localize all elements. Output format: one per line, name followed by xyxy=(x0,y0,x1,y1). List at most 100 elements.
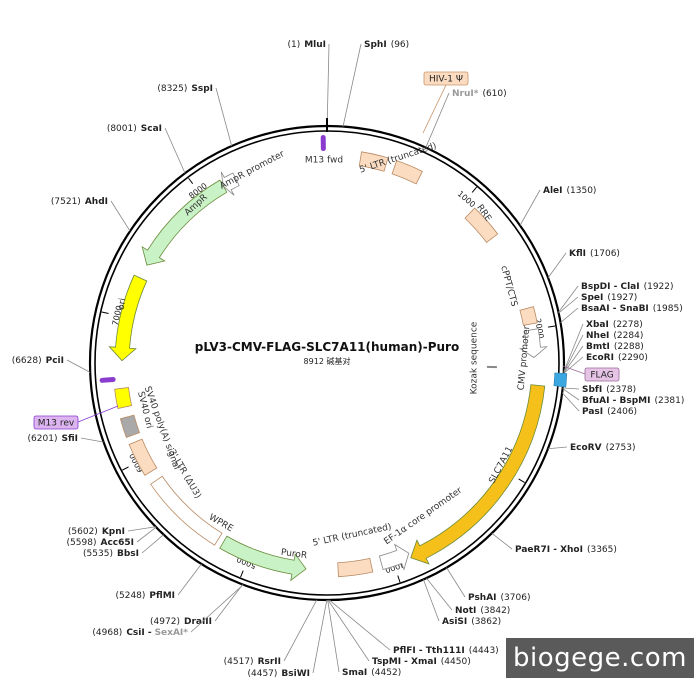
tag-text-hiv-1: HIV-1 Ψ xyxy=(429,75,463,85)
site-label-bsaai-snabi: BsaAI - SnaBI(1985) xyxy=(581,304,683,314)
site-label-rsrii: (4517)RsrII xyxy=(224,657,281,667)
site-position: (5248) xyxy=(115,591,145,601)
site-label-spei: SpeI(1927) xyxy=(581,293,637,303)
site-position: (1927) xyxy=(607,293,637,303)
site-position: (1) xyxy=(287,40,300,50)
feature-label-cmv-promoter: CMV promoter xyxy=(517,325,533,391)
feature-m13-fwd-0 xyxy=(320,135,326,152)
site-name: EcoRI xyxy=(586,353,614,363)
feature-label-m13-fwd: M13 fwd xyxy=(305,156,343,166)
site-leader-tspmi-xmai xyxy=(327,599,370,662)
tag-leader-flag xyxy=(562,365,586,375)
site-position: (5598) xyxy=(67,538,97,548)
site-label-ecori: EcoRI(2290) xyxy=(586,353,648,363)
site-leader-xbai xyxy=(563,323,584,372)
site-leader-rsrii xyxy=(283,599,318,662)
site-leader-pflmi xyxy=(177,563,202,596)
site-name: SphI xyxy=(364,40,387,50)
site-label-pflfi-tth111i: PflFI - Tth111I (4443) xyxy=(393,646,499,656)
site-position: (8001) xyxy=(107,124,137,134)
site-name: PshAI xyxy=(468,593,497,603)
site-name: PasI xyxy=(582,407,603,417)
site-position: (1985) xyxy=(653,304,683,314)
site-name: BspDI - ClaI xyxy=(581,282,640,292)
site-label-sphi: SphI(96) xyxy=(364,40,409,50)
site-leader-kpni xyxy=(127,526,156,532)
site-position: (1350) xyxy=(567,186,597,196)
site-leader-pasi xyxy=(561,392,580,412)
plasmid-size: 8912 碱基对 xyxy=(304,356,351,366)
site-leader-sfii xyxy=(80,437,104,443)
site-name: KflI xyxy=(569,249,586,259)
site-position: (1706) xyxy=(590,249,620,259)
site-name: AhdI xyxy=(85,197,108,207)
site-leader-bspdi-clai xyxy=(558,285,579,313)
site-label-sspi: (8325)SspI xyxy=(157,84,213,94)
site-label-tspmi-xmai: TspMI - XmaI(4450) xyxy=(372,657,471,667)
site-label-bfuai-bspmi: BfuAI - BspMI(2381) xyxy=(582,396,684,406)
site-label-noti: NotI(3842) xyxy=(455,606,510,616)
site-leader-smai xyxy=(327,599,340,673)
brand-watermark: biogege.com xyxy=(506,638,694,678)
feature-label-ampr-promoter: AmpR promoter xyxy=(218,149,286,192)
site-leader-paer7i-xhoi xyxy=(491,532,513,550)
feature-ef-1-core-promoter-9 xyxy=(378,543,410,571)
site-position: (4452) xyxy=(371,668,401,678)
site-leader-nrui xyxy=(425,92,450,148)
site-leader-bsaai-snabi xyxy=(560,307,579,323)
feature-sv40-ori-15 xyxy=(114,387,133,409)
site-position: (8325) xyxy=(157,84,187,94)
site-position: (7521) xyxy=(51,197,81,207)
site-position: (2381) xyxy=(654,396,684,406)
site-position: (4450) xyxy=(441,657,471,667)
feature-wpre-12 xyxy=(150,475,223,546)
site-position: (1922) xyxy=(644,282,674,292)
site-label-paer7i-xhoi: PaeR7I - XhoI(3365) xyxy=(515,545,617,555)
tick-mark-1000 xyxy=(471,186,478,193)
site-position: (610) xyxy=(482,89,506,99)
site-label-nhei: NheI(2284) xyxy=(586,331,643,341)
feature-slc7a11-8 xyxy=(410,384,546,565)
site-position: (4443) xyxy=(469,646,499,656)
site-position: (3862) xyxy=(471,617,501,627)
site-label-ecorv: EcoRV(2753) xyxy=(570,443,636,453)
site-leader-alei xyxy=(519,189,541,226)
site-label-asisi: AsiSI (3862) xyxy=(442,617,501,627)
site-name: AsiSI xyxy=(442,617,467,627)
site-label-kfli: KflI (1706) xyxy=(569,249,620,259)
site-position: (2278) xyxy=(613,320,643,330)
site-name: ScaI xyxy=(141,124,162,134)
tick-mark-3000 xyxy=(518,478,525,484)
site-leader-acc65i xyxy=(136,526,157,543)
site-label-scai: (8001) ScaI xyxy=(107,124,162,134)
feature-label-puror: PuroR xyxy=(280,548,307,562)
site-name: SfiI xyxy=(61,434,78,444)
site-name: PflFI - Tth111I xyxy=(393,646,465,656)
feature-ampr-promoter-19 xyxy=(220,171,240,196)
site-position: (2378) xyxy=(606,385,636,395)
feature-5-ltr-truncated-10 xyxy=(337,557,374,578)
feature-cmv-promoter-5 xyxy=(518,328,548,358)
site-name: SmaI xyxy=(342,668,367,678)
tag-leader-hiv xyxy=(422,84,447,134)
site-label-sbfi: SbfI(2378) xyxy=(582,385,636,395)
feature-layer xyxy=(99,135,568,582)
site-label-pasi: PasI(2406) xyxy=(582,407,637,417)
site-leader-noti xyxy=(426,577,453,611)
site-label-acc65i: (5598)Acc65I xyxy=(67,538,134,548)
tag-text-flag: FLAG xyxy=(590,371,613,381)
feature-label-cppt-cts: cPPT/CTS xyxy=(498,265,519,308)
site-label-bmti: BmtI(2288) xyxy=(586,342,644,352)
tick-mark-5000 xyxy=(240,570,244,578)
tick-mark-8000 xyxy=(188,177,194,185)
site-leader-ecori xyxy=(563,356,584,374)
site-position: (2284) xyxy=(613,331,643,341)
site-label-sfii: (6201)SfiI xyxy=(28,434,78,444)
tag-leader-m13rev xyxy=(77,405,119,423)
site-name: XbaI xyxy=(586,320,609,330)
site-leader-sspi xyxy=(215,87,233,147)
site-leader-ahdi xyxy=(110,200,131,232)
site-label-alei: AleI(1350) xyxy=(543,186,596,196)
site-leader-bsiwi xyxy=(312,599,328,674)
